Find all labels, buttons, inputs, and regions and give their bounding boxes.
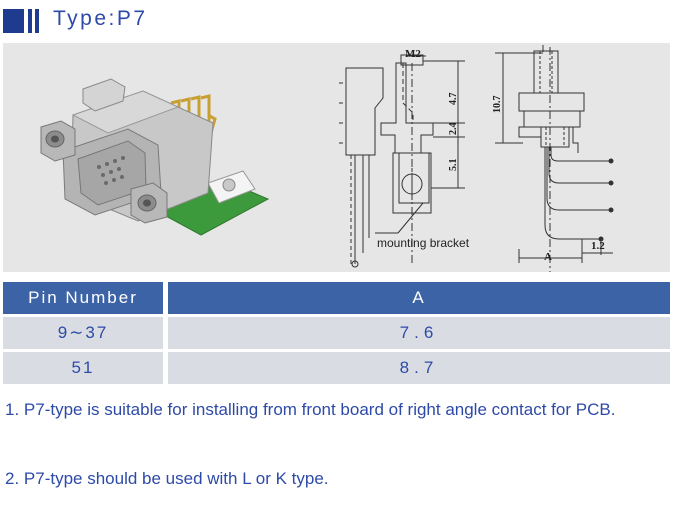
header-bar-marker	[28, 9, 32, 33]
note-1: 1. P7-type is suitable for installing fr…	[5, 400, 616, 419]
a-value-cell: 8.7	[168, 352, 670, 384]
pin-number-cell: 9∼37	[3, 317, 163, 349]
dim-4-7-label: 4.7	[448, 93, 459, 106]
dim-10-7-label: 10.7	[492, 96, 503, 114]
dim-1-2-label: 1.2	[591, 240, 605, 252]
a-value-cell: 7.6	[168, 317, 670, 349]
dim-m2-label: M2	[405, 48, 421, 60]
dim-2-4-label: 2.4	[448, 123, 459, 136]
header-a: A	[168, 282, 670, 314]
figure-drawings: M2 4.7 2.4 5.1 10.7 A 1.2 mounting brack…	[40, 45, 614, 272]
pin-dimension-table: Pin Number A 9∼37 7.6 51 8.7	[3, 282, 670, 387]
table-header-row: Pin Number A	[3, 282, 670, 314]
connector-figure: M2 4.7 2.4 5.1 10.7 A 1.2 mounting brack…	[3, 43, 670, 272]
table-row: 51 8.7	[3, 352, 670, 384]
header-bar-marker	[35, 9, 39, 33]
dim-5-1-label: 5.1	[448, 159, 459, 172]
dim-a-label: A	[544, 251, 552, 263]
pin-number-cell: 51	[3, 352, 163, 384]
page-title: Type:P7	[53, 7, 148, 30]
note-2: 2. P7-type should be used with L or K ty…	[5, 469, 329, 488]
mounting-bracket-label: mounting bracket	[377, 236, 470, 250]
section-header: Type:P7	[0, 6, 674, 36]
header-pin-number: Pin Number	[3, 282, 163, 314]
connector-3d-render	[40, 78, 270, 236]
front-view-drawing	[495, 45, 614, 272]
header-square-marker	[3, 9, 24, 33]
side-section-drawing	[339, 54, 465, 268]
table-row: 9∼37 7.6	[3, 317, 670, 349]
